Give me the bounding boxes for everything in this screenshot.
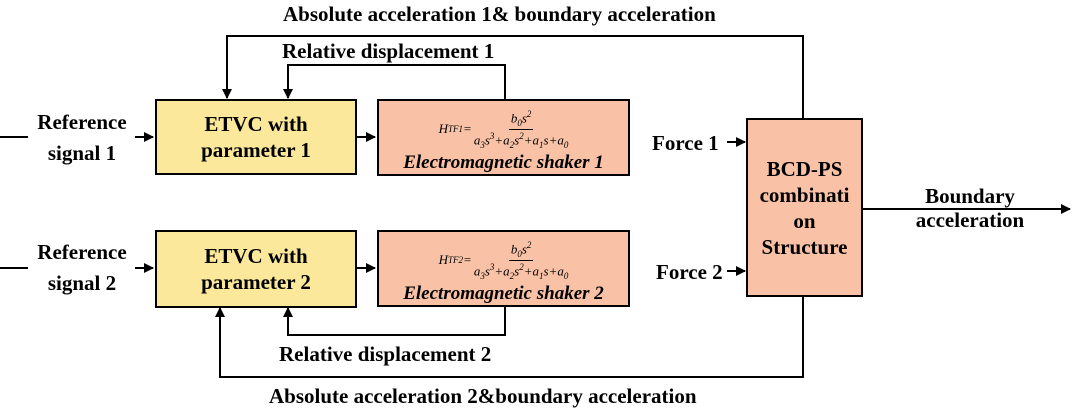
force-2-label: Force 2	[656, 260, 723, 284]
force-1-label: Force 1	[652, 131, 719, 155]
etvc-block-1: ETVC with parameter 1	[155, 99, 357, 175]
top-feedback-loop	[222, 35, 804, 118]
shaker-2-name: Electromagnetic shaker 2	[403, 282, 604, 304]
reference-signal-2-label: Reference signal 2	[37, 240, 127, 295]
relative-displacement-2-label: Relative displacement 2	[279, 342, 492, 366]
bottom-feedback-label: Absolute acceleration 2&boundary acceler…	[269, 384, 697, 408]
relative-displacement-1-loop	[283, 64, 506, 99]
boundary-acceleration-output-label: Boundary acceleration	[915, 184, 1025, 232]
top-feedback-label: Absolute acceleration 1& boundary accele…	[283, 2, 716, 26]
shaker-1-name: Electromagnetic shaker 1	[403, 151, 604, 173]
bcd-ps-structure-block: BCD-PS combinati on Structure	[746, 118, 863, 297]
reference-signal-1-label: Reference signal 1	[37, 110, 127, 165]
relative-displacement-2-loop	[283, 307, 506, 336]
etvc-block-2: ETVC with parameter 2	[155, 230, 357, 308]
bottom-feedback-loop	[215, 297, 804, 378]
relative-displacement-1-label: Relative displacement 1	[282, 39, 495, 63]
